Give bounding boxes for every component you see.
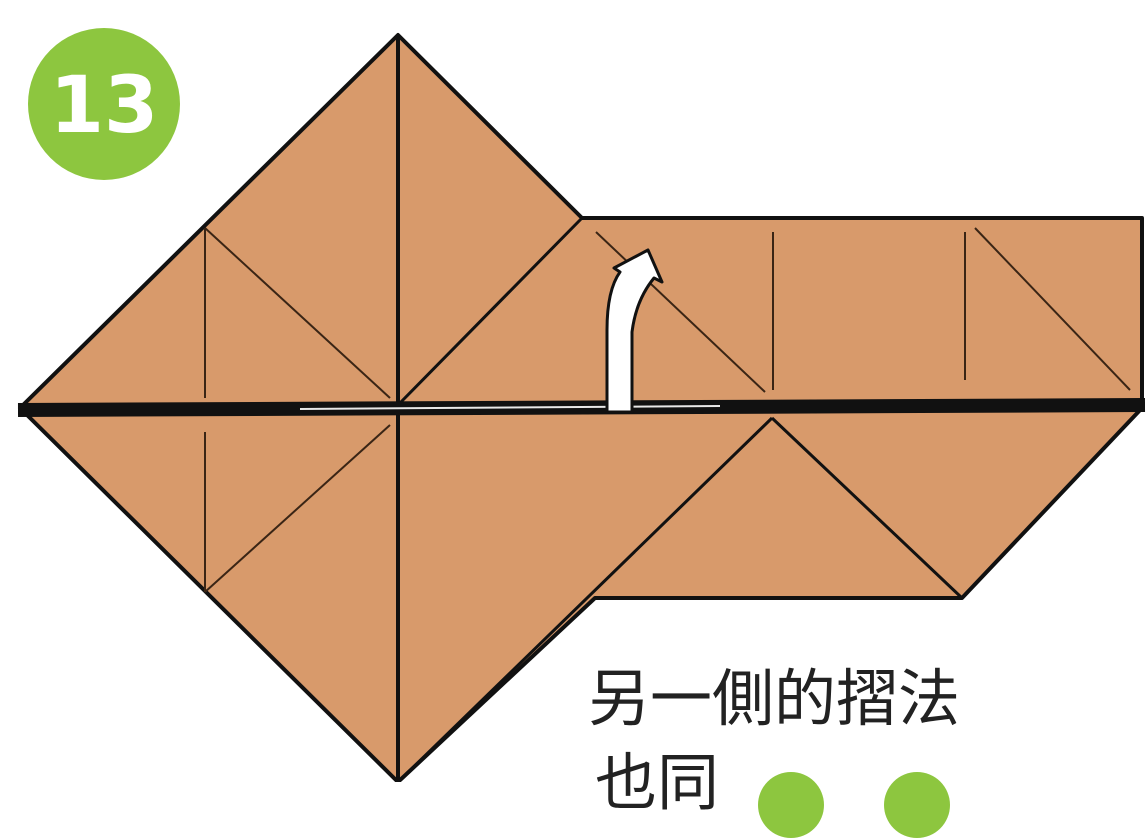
crease-line [595,231,766,393]
caption-line-2-text: 也同 [595,746,720,819]
crease-line [204,227,391,399]
step-badge: 13 [28,28,180,180]
step-number: 13 [50,61,159,151]
curved-up-arrow-icon [605,248,664,414]
fold-highlight-line [299,405,721,410]
fold-edge-line [770,416,964,600]
fold-edge-line [396,216,584,407]
step-badge-circle [28,28,180,180]
caption-line-1: 另一側的摺法 [588,662,961,735]
crease-line [974,227,1131,391]
fold-edge-line [396,416,774,782]
origami-diagram: 13 [17,28,1146,782]
caption-line-2: 也同 [595,752,719,814]
crease-line [204,424,391,593]
